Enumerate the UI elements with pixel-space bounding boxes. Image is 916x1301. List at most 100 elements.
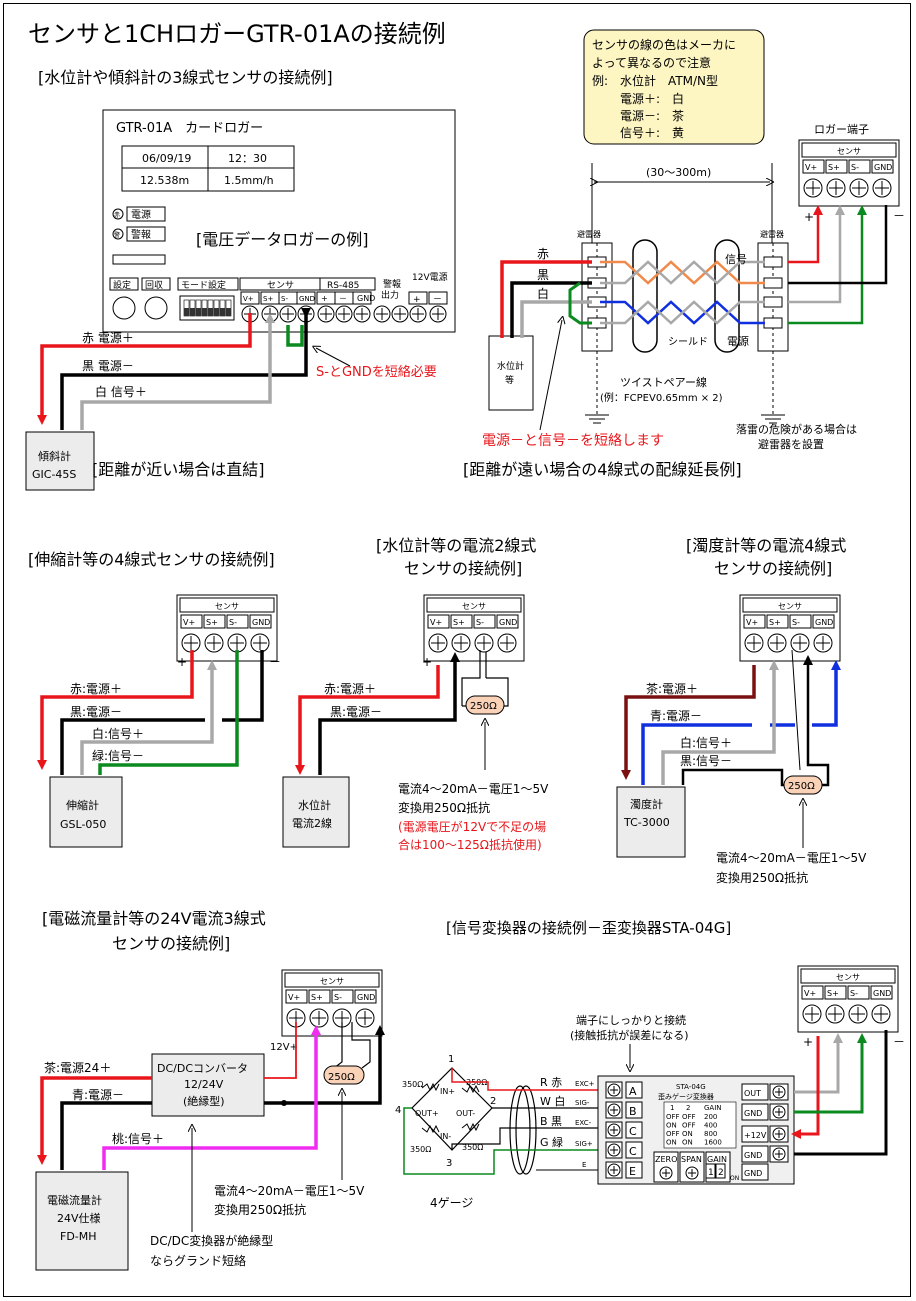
tilt-sensor-model: GIC-45S (32, 468, 76, 481)
terminal-block-title: センサ (836, 973, 860, 982)
sec3-wire-green (98, 650, 239, 775)
sec6-label-pink: 桃:信号＋ (112, 1131, 164, 1146)
bridge-in-plus: IN+ (440, 1087, 455, 1096)
alarm-lamp-glyph: 警 (114, 231, 120, 239)
collect-button[interactable] (144, 296, 168, 320)
gain-cell: OFF (666, 1130, 680, 1138)
terminal-label: S+ (311, 993, 323, 1002)
rs485-label-box (319, 277, 376, 291)
short-required-note: S-とGNDを短絡必要 (316, 364, 437, 380)
sec5-label-black: 黒:信号－ (680, 754, 732, 768)
sec4-red-note-2: 合は100～125Ω抵抗使用) (398, 837, 542, 852)
caution-line-2: よって異なるので注意 (592, 55, 711, 70)
wire-G-label: G 緑 (540, 1135, 563, 1149)
wire-R-label: R 赤 (540, 1076, 562, 1089)
sec5-label-brown: 茶:電源＋ (646, 681, 698, 696)
converter-right-terminal-label: OUT (744, 1089, 761, 1098)
sec6-gnd-link (264, 1025, 385, 1105)
pin-earth: E (582, 1161, 586, 1169)
sec4-red-note-1: (電源電圧が12Vで不足の場 (398, 819, 546, 834)
converter-right-terminal-label: GND (744, 1151, 762, 1160)
collect-button-label: 回収 (145, 279, 163, 291)
signal-pair-label: 信号 (725, 253, 747, 266)
twisted-pair-power-gray (600, 300, 765, 325)
bridge-out-plus: OUT+ (415, 1109, 439, 1118)
cable-shield (509, 1085, 531, 1175)
caution-line-4: 電源＋: 白 (620, 91, 684, 106)
terminal-label: S+ (769, 618, 781, 627)
gain-cell: 800 (704, 1130, 717, 1138)
terminal-label: S+ (206, 618, 218, 627)
ext-wire-red (500, 260, 592, 338)
bridge-in-minus: IN- (440, 1132, 451, 1141)
section-3wire-direct: [水位計や傾斜計の3線式センサの接続例] GTR-01A カードロガー 06/0… (25, 68, 456, 491)
sec5-label-white: 白:信号＋ (680, 735, 732, 750)
sec6-resistor-250 (323, 1065, 365, 1085)
turbidity-model: TC-3000 (623, 816, 670, 829)
ext-wire-logger-black (788, 205, 888, 285)
pin-exc-minus: EXC- (575, 1119, 592, 1127)
set-button[interactable] (112, 296, 136, 320)
v12-terminal-label: － (433, 295, 442, 305)
terminal-label: GND (874, 163, 892, 172)
terminal-label: V+ (183, 618, 195, 627)
water-level-2wire-name: 水位計 (298, 798, 331, 812)
gain-head: 1 (670, 1104, 674, 1112)
sec6-12v-wire (264, 1022, 297, 1079)
power-lamp-glyph: 赤 (114, 212, 120, 219)
conv-out-green (794, 1033, 867, 1114)
sec4-resistor-label: 250Ω (470, 701, 497, 712)
sec6-label-blue: 青:電源－ (72, 1088, 124, 1102)
gain-cell: ON (666, 1139, 677, 1147)
set-button-frame (109, 277, 139, 291)
gain-switch-on: ON (730, 1175, 739, 1182)
wire-white-signal-plus (80, 313, 275, 430)
gain-cell: OFF (682, 1113, 696, 1121)
direct-connection-note: [距離が近い場合は直結] (92, 460, 265, 479)
section4-heading-1: [水位計等の電流2線式 (376, 536, 536, 555)
dcdc-label-2: 12/24V (184, 1078, 224, 1091)
terminal-label: GND (873, 989, 891, 998)
terminal-label: S+ (828, 163, 840, 172)
gauge-r4: 350Ω (462, 1143, 483, 1152)
sec4-note-2: 変換用250Ω抵抗 (398, 800, 490, 815)
ext-wire-logger-green (788, 205, 867, 325)
gain-table (663, 1101, 737, 1149)
lcd-rate: 1.5mm/h (224, 174, 274, 187)
converter-adjust-label: GAIN (707, 1155, 727, 1164)
sec5-note-1: 電流4～20mA－電圧1～5V (716, 851, 867, 865)
terminal-label: S- (229, 618, 237, 627)
diagram-frame (3, 3, 911, 1297)
sec4-wire-black (318, 652, 460, 775)
bridge-node-2: 2 (490, 1096, 496, 1107)
sec6-brown-wire (37, 1076, 152, 1165)
converter-adjust-label: SPAN (681, 1155, 702, 1164)
section4-heading-2: センサの接続例] (404, 559, 522, 578)
ext-label-white: 白 (537, 286, 549, 301)
converter-right-terminal-label: +12V (744, 1131, 767, 1140)
converter-name: 歪みゲージ変換器 (658, 1092, 714, 1101)
dcdc-label-1: DC/DCコンバータ (157, 1062, 248, 1075)
turbidity-box (616, 786, 686, 858)
terminal-block-title: センサ (215, 602, 239, 611)
section6-heading-2: センサの接続例] (112, 934, 230, 953)
dcdc-converter-box (151, 1053, 265, 1117)
water-level-sensor-suffix: 等 (505, 374, 514, 386)
short-pointer (539, 320, 562, 431)
lcd-time: 12：30 (228, 152, 267, 165)
sec6-resistor-label: 250Ω (328, 1072, 355, 1083)
converter-right-terminal-label: GND (744, 1109, 762, 1118)
logger-terminal-label: V+ (243, 295, 254, 303)
logger-card-slot (112, 254, 166, 265)
bridge-node-1: 1 (448, 1054, 454, 1065)
sec5-resistor-250 (783, 775, 823, 795)
terminal-label: GND (357, 993, 375, 1002)
logger-terminal-label: S+ (263, 295, 273, 303)
gain-switch-2: 2 (718, 1168, 724, 1178)
distance-label: (30～300m) (646, 166, 711, 179)
12v-supply-label: 12V電源 (412, 272, 448, 283)
wire-short-s-minus-gnd (286, 325, 304, 347)
bridge-wire-G (403, 1107, 620, 1175)
